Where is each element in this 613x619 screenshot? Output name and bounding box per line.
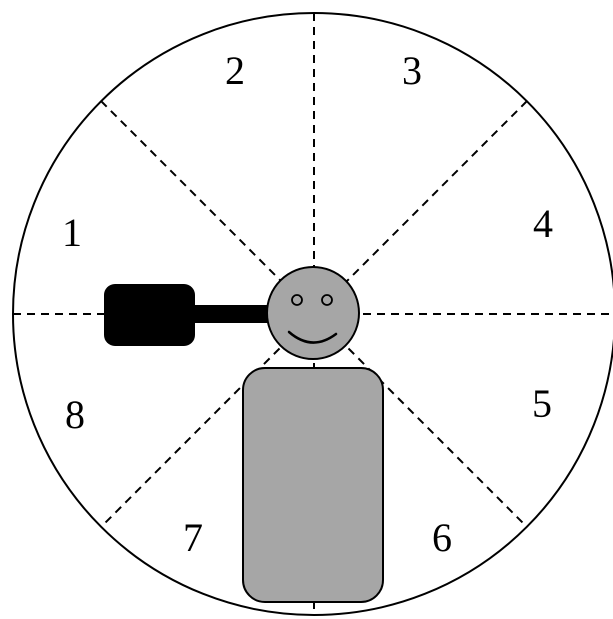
sector-label-2: 2 — [225, 48, 245, 93]
person-head — [267, 267, 359, 359]
device-handle — [189, 305, 269, 323]
sector-label-1: 1 — [62, 210, 82, 255]
sector-label-6: 6 — [432, 515, 452, 560]
sector-label-7: 7 — [183, 515, 203, 560]
sector-label-3: 3 — [402, 48, 422, 93]
person-body — [243, 368, 383, 602]
sector-label-8: 8 — [65, 392, 85, 437]
sector-label-5: 5 — [532, 381, 552, 426]
device-body — [104, 284, 195, 346]
head-circle — [267, 267, 359, 359]
sector-label-4: 4 — [533, 201, 553, 246]
handheld-device — [104, 284, 269, 346]
